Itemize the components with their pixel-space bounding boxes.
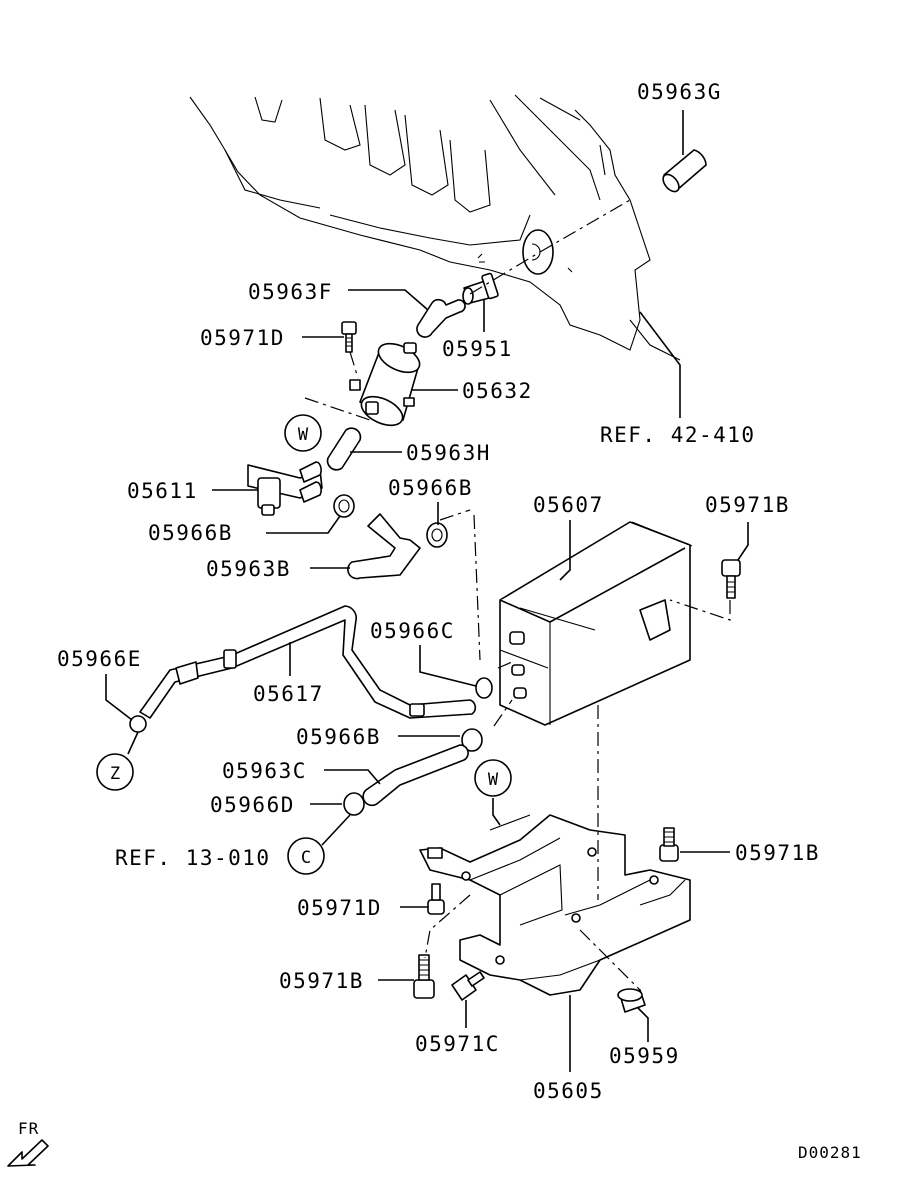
label-05611: 05611 bbox=[127, 479, 198, 503]
bolt-05971B-mid bbox=[659, 827, 679, 862]
clamp-05966B-b bbox=[426, 522, 448, 548]
hose-05963B bbox=[347, 513, 421, 580]
label-05966B-a: 05966B bbox=[388, 476, 473, 500]
label-05617: 05617 bbox=[253, 682, 324, 706]
clamp-05966D bbox=[343, 792, 365, 816]
label-05607: 05607 bbox=[533, 493, 604, 517]
pcv-valve-05951 bbox=[462, 272, 499, 305]
label-ref-13-010: REF. 13-010 bbox=[115, 846, 271, 870]
tube-05617 bbox=[139, 605, 477, 719]
marker-z-text: Z bbox=[110, 764, 120, 784]
label-05971C: 05971C bbox=[415, 1032, 500, 1056]
label-05971D-bottom: 05971D bbox=[297, 896, 382, 920]
marker-w-top-text: W bbox=[298, 425, 309, 445]
canister-05607 bbox=[499, 521, 693, 726]
label-05963G: 05963G bbox=[637, 80, 722, 104]
label-05971B-mid: 05971B bbox=[735, 841, 820, 865]
label-05966B-b: 05966B bbox=[148, 521, 233, 545]
label-05951: 05951 bbox=[442, 337, 513, 361]
label-05963B: 05963B bbox=[206, 557, 291, 581]
hose-05963G bbox=[662, 149, 707, 193]
label-05632: 05632 bbox=[462, 379, 533, 403]
bolt-05971B-top bbox=[721, 559, 741, 599]
leader-lines bbox=[105, 110, 749, 1072]
solenoid-valve-05611 bbox=[247, 461, 323, 516]
hose-05963F bbox=[416, 298, 466, 338]
marker-c: C bbox=[287, 837, 325, 875]
intake-manifold bbox=[189, 94, 681, 361]
label-05966D: 05966D bbox=[210, 793, 295, 817]
fr-label: FR bbox=[18, 1119, 39, 1138]
part-labels: 05963G 05963F 05951 05971D 05632 05963H … bbox=[57, 80, 820, 1103]
bracket-05605 bbox=[419, 814, 691, 996]
alignment-lines bbox=[304, 199, 731, 991]
label-05963C: 05963C bbox=[222, 759, 307, 783]
label-05966B-c: 05966B bbox=[296, 725, 381, 749]
bolt-05971B-bottom bbox=[413, 954, 435, 999]
label-05605: 05605 bbox=[533, 1079, 604, 1103]
nut-05959 bbox=[617, 988, 646, 1013]
label-05966C: 05966C bbox=[370, 619, 455, 643]
hose-05963H bbox=[326, 427, 362, 471]
marker-w-top: W bbox=[284, 414, 322, 452]
bolt-05971C bbox=[451, 971, 485, 1001]
label-05963H: 05963H bbox=[406, 441, 491, 465]
clamp-05966B-a bbox=[333, 494, 355, 518]
label-ref-42-410: REF. 42-410 bbox=[600, 423, 756, 447]
label-05971B-top: 05971B bbox=[705, 493, 790, 517]
clamp-05966B-c bbox=[461, 728, 483, 752]
label-05966E: 05966E bbox=[57, 647, 142, 671]
clamp-05966C bbox=[475, 677, 493, 699]
marker-c-text: C bbox=[301, 848, 311, 868]
fr-arrow-icon bbox=[7, 1139, 49, 1167]
label-05963F: 05963F bbox=[248, 280, 333, 304]
marker-w-bottom: W bbox=[474, 759, 512, 797]
filter-05632 bbox=[349, 342, 421, 427]
marker-z: Z bbox=[96, 753, 134, 791]
label-05971D-top: 05971D bbox=[200, 326, 285, 350]
front-direction-arrow: FR bbox=[7, 1119, 49, 1167]
bolt-05971D-top bbox=[341, 321, 357, 353]
marker-w-bottom-text: W bbox=[488, 770, 499, 790]
hose-05963C bbox=[362, 744, 469, 807]
bolt-05971D-bottom bbox=[427, 883, 445, 915]
clamp-05966E bbox=[129, 715, 147, 733]
label-05971B-bottom: 05971B bbox=[279, 969, 364, 993]
drawing-id: D00281 bbox=[798, 1143, 862, 1162]
label-05959: 05959 bbox=[609, 1044, 680, 1068]
